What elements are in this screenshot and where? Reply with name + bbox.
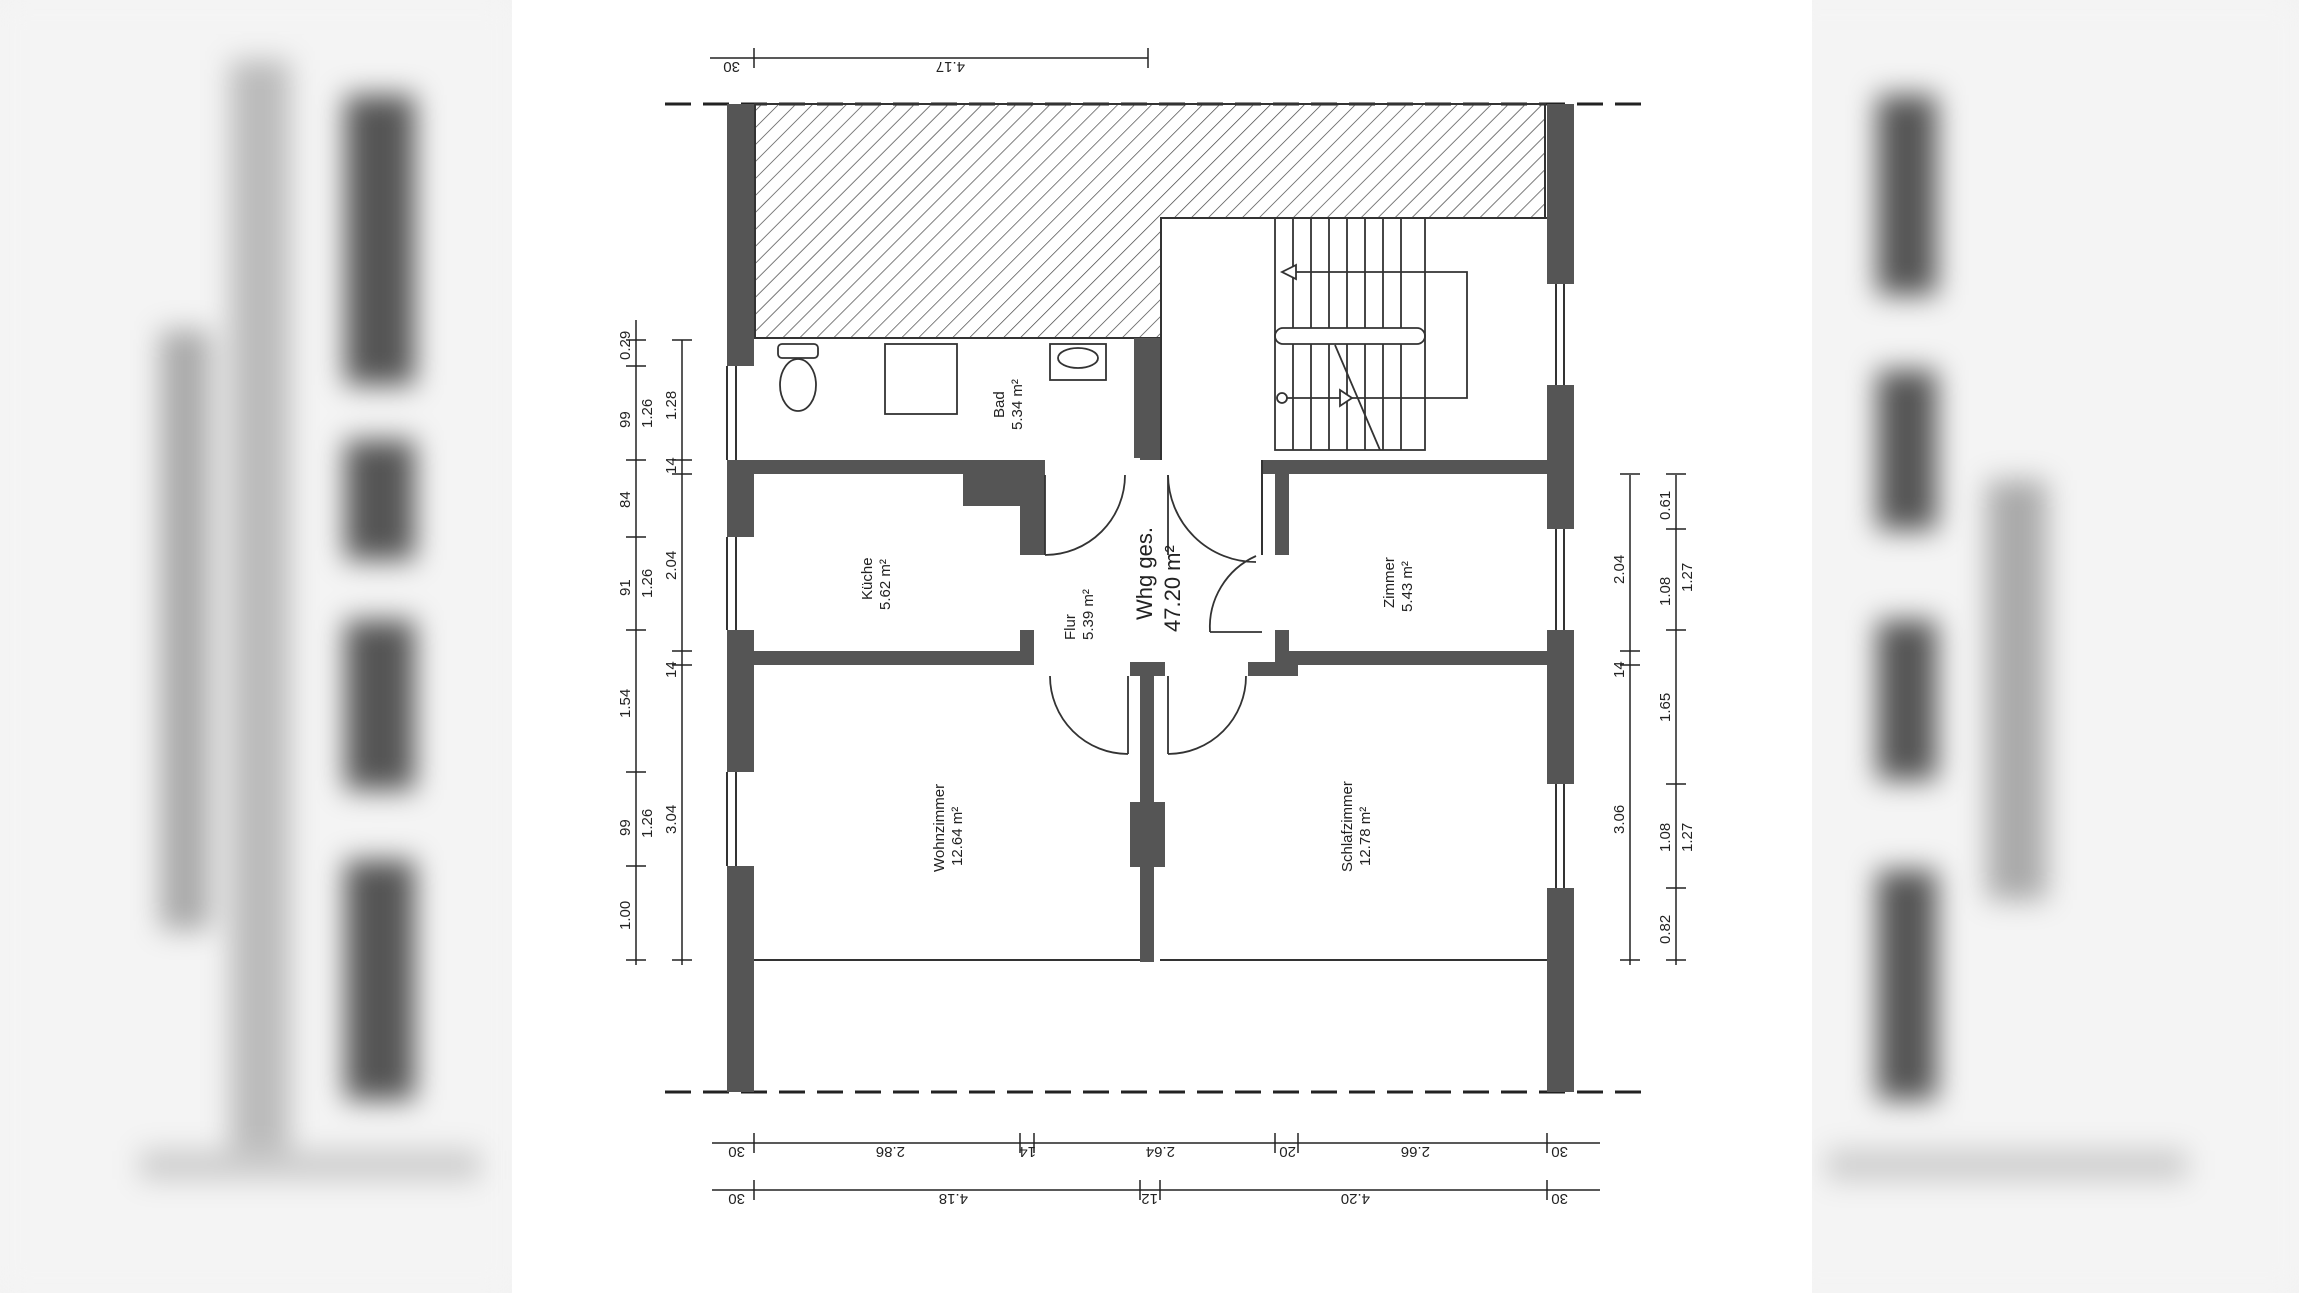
- toilet-bowl: [779, 358, 817, 412]
- dim-right-outer-2: 1.08: [1657, 577, 1674, 606]
- room-wohnzimmer-name: Wohnzimmer: [931, 784, 948, 872]
- dim-bottom1-6: 30: [1551, 1143, 1568, 1160]
- dimension-ticks: [626, 339, 1686, 961]
- dim-bottom2-1: 4.18: [939, 1190, 968, 1207]
- room-schlafzimmer-area: 12.78 m²: [1357, 807, 1374, 866]
- dim-right-outer-6: 0.82: [1657, 915, 1674, 944]
- dim-left-outer-6: 1.54: [617, 689, 634, 718]
- dim-left-outer-0: 0.29: [617, 331, 634, 360]
- dim-right-inner-0: 2.04: [1611, 555, 1628, 584]
- dim-bottom1-4: 20: [1279, 1143, 1296, 1160]
- floor-plan-drawing: Bad 5.34 m² Küche 5.62 m² Flur 5.39 m² Z…: [617, 48, 1696, 1207]
- dim-left-inner-0: 1.28: [663, 391, 680, 420]
- dim-right-outer-5: 1.27: [1679, 823, 1696, 852]
- dim-right-inner-1: 14: [1611, 661, 1628, 678]
- total-area-label: Whg ges.: [1132, 527, 1157, 620]
- room-zimmer-name: Zimmer: [1381, 557, 1398, 608]
- dim-bottom1-3: 2.64: [1146, 1143, 1175, 1160]
- dim-left-inner-3: 14: [663, 661, 680, 678]
- door-swings: [1044, 474, 1262, 755]
- dim-bottom2-0: 30: [728, 1190, 745, 1207]
- dim-right-outer-1: 1.27: [1679, 563, 1696, 592]
- dim-left-outer-2: 1.26: [639, 399, 656, 428]
- total-area-value: 47.20 m²: [1160, 545, 1185, 632]
- dim-bottom2-4: 30: [1551, 1190, 1568, 1207]
- dim-bottom1-2: 14: [1019, 1143, 1036, 1160]
- bath-tub: [884, 343, 958, 415]
- dim-left-outer-5: 1.26: [639, 569, 656, 598]
- room-kueche-area: 5.62 m²: [877, 559, 894, 610]
- blurred-background-right: [1787, 0, 2299, 1293]
- walls: [727, 104, 1574, 1092]
- dim-left-inner-2: 2.04: [663, 551, 680, 580]
- dim-left-inner-1: 14: [663, 457, 680, 474]
- blurred-background-left: [0, 0, 512, 1293]
- dim-top-1: 4.17: [936, 58, 965, 75]
- dim-left-outer-3: 84: [617, 491, 634, 508]
- dim-right-inner-2: 3.06: [1611, 805, 1628, 834]
- hatched-area: [754, 103, 1546, 339]
- dim-left-outer-8: 1.26: [639, 809, 656, 838]
- dim-bottom1-0: 30: [728, 1143, 745, 1160]
- dim-right-outer-0: 0.61: [1657, 491, 1674, 520]
- room-bad-name: Bad: [991, 391, 1008, 418]
- dim-bottom1-5: 2.66: [1401, 1143, 1430, 1160]
- thin-lines: [726, 217, 1565, 961]
- dim-left-inner-4: 3.04: [663, 805, 680, 834]
- dim-left-outer-1: 99: [617, 411, 634, 428]
- room-bad-area: 5.34 m²: [1009, 379, 1026, 430]
- dimension-lines: [635, 48, 1677, 1200]
- dim-bottom1-1: 2.86: [876, 1143, 905, 1160]
- dim-bottom2-3: 4.20: [1341, 1190, 1370, 1207]
- room-wohnzimmer-area: 12.64 m²: [949, 807, 966, 866]
- room-kueche-name: Küche: [859, 557, 876, 600]
- bathroom-fixtures: [777, 343, 1107, 415]
- dim-left-outer-7: 99: [617, 819, 634, 836]
- staircase: [1274, 217, 1468, 451]
- dim-top-0: 30: [723, 58, 740, 75]
- room-zimmer-area: 5.43 m²: [1399, 561, 1416, 612]
- dim-left-outer-4: 91: [617, 579, 634, 596]
- room-schlafzimmer-name: Schlafzimmer: [1339, 781, 1356, 872]
- dim-right-outer-3: 1.65: [1657, 693, 1674, 722]
- dim-bottom2-2: 12: [1141, 1190, 1158, 1207]
- toilet-tank: [777, 343, 819, 359]
- dim-right-outer-4: 1.08: [1657, 823, 1674, 852]
- dim-left-outer-9: 1.00: [617, 901, 634, 930]
- room-flur-name: Flur: [1062, 614, 1079, 640]
- room-flur-area: 5.39 m²: [1080, 589, 1097, 640]
- floor-plan: Bad 5.34 m² Küche 5.62 m² Flur 5.39 m² Z…: [512, 0, 1812, 1293]
- sink-basin: [1057, 347, 1099, 369]
